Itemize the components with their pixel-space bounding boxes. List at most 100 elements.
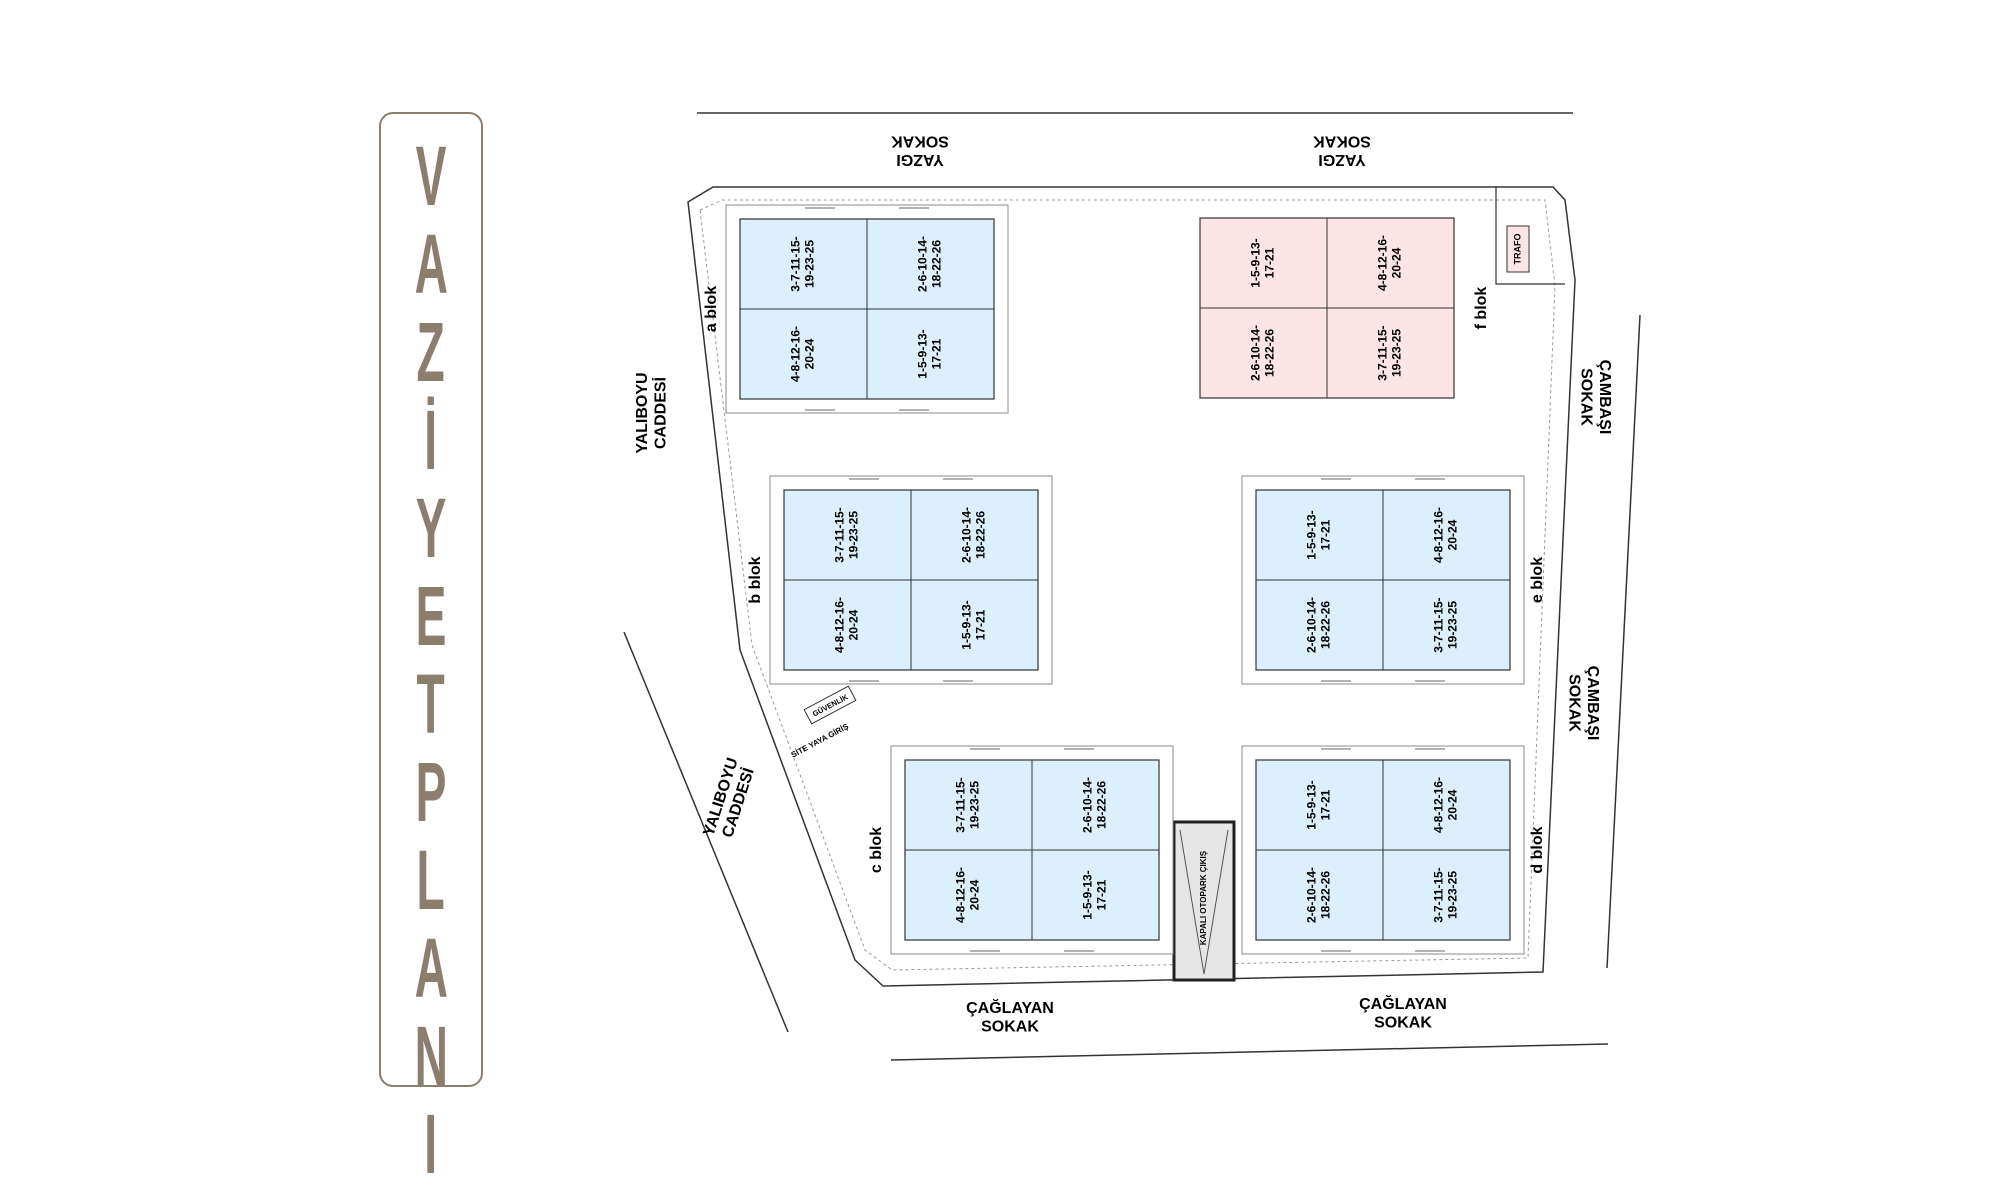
unit-line: 3-7-11-15- <box>1375 325 1389 380</box>
title-letter: I <box>424 1097 438 1191</box>
block-label: c blok <box>868 827 885 873</box>
street-line: SOKAK <box>891 132 949 149</box>
block-setback-outline <box>1241 475 1525 685</box>
security-booth: GÜVENLİK <box>803 685 857 725</box>
unit-line: 20-24 <box>847 609 861 640</box>
unit-line: 20-24 <box>968 879 982 910</box>
street-line: YAZGI <box>896 151 943 168</box>
unit-numbers: 2-6-10-14-18-22-26 <box>915 236 943 292</box>
unit-line: 19-23-25 <box>1446 871 1460 919</box>
block-setback-outline <box>890 745 1174 955</box>
unit-line: 17-21 <box>930 338 944 369</box>
unit-line: 1-5-9-13- <box>1248 238 1262 287</box>
unit-numbers: 4-8-12-16-20-24 <box>1431 777 1459 833</box>
title-letter: İ <box>424 393 438 487</box>
unit-line: 4-8-12-16- <box>1431 507 1445 563</box>
road-line-left <box>623 631 789 1033</box>
unit-line: 20-24 <box>1446 519 1460 550</box>
street-label-yazgi-left: YAZGI SOKAK <box>891 132 949 167</box>
unit-line: 17-21 <box>974 609 988 640</box>
trafo-enclosure <box>1495 187 1565 285</box>
title-letter: V <box>415 129 447 223</box>
unit-line: 1-5-9-13- <box>1304 780 1318 829</box>
unit-numbers: 2-6-10-14-18-22-26 <box>1248 325 1276 381</box>
unit-line: 4-8-12-16- <box>1431 777 1445 833</box>
unit-line: 20-24 <box>1390 247 1404 278</box>
title-letter: T <box>416 657 446 751</box>
unit-line: 1-5-9-13- <box>915 329 929 378</box>
unit-line: 18-22-26 <box>1095 781 1109 829</box>
block-label: a blok <box>703 286 720 332</box>
unit-numbers: 4-8-12-16-20-24 <box>1375 235 1403 291</box>
block-label: d blok <box>1529 826 1546 873</box>
site-inner-path <box>699 199 1556 971</box>
unit-line: 3-7-11-15- <box>1431 597 1445 652</box>
unit-line: 17-21 <box>1319 789 1333 820</box>
road-line-right <box>1606 314 1641 969</box>
title-letter: P <box>415 745 447 839</box>
unit-line: 2-6-10-14- <box>1248 325 1262 381</box>
unit-line: 19-23-25 <box>1390 329 1404 377</box>
unit-line: 17-21 <box>1095 879 1109 910</box>
unit-numbers: 1-5-9-13-17-21 <box>1080 870 1108 919</box>
unit-line: 18-22-26 <box>1263 329 1277 377</box>
unit-line: 2-6-10-14- <box>1304 597 1318 653</box>
unit-numbers: 2-6-10-14-18-22-26 <box>1304 597 1332 653</box>
unit-numbers: 1-5-9-13-17-21 <box>1304 780 1332 829</box>
parking-ramp <box>1172 820 1236 982</box>
unit-line: 1-5-9-13- <box>1080 870 1094 919</box>
street-line: SOKAK <box>1577 368 1594 426</box>
title-letter: N <box>414 1009 448 1103</box>
street-line: ÇAMBAŞI <box>1596 360 1613 435</box>
title-letter: A <box>414 217 448 311</box>
unit-line: 4-8-12-16- <box>832 597 846 653</box>
street-line: YAZGI <box>1318 151 1365 168</box>
street-label-yazgi-right: YAZGI SOKAK <box>1313 132 1371 167</box>
street-line: CADDESİ <box>652 377 670 449</box>
unit-line: 3-7-11-15- <box>953 777 967 832</box>
unit-numbers: 3-7-11-15-19-23-25 <box>1375 325 1403 380</box>
unit-line: 2-6-10-14- <box>1080 777 1094 833</box>
unit-line: 18-22-26 <box>1319 871 1333 919</box>
trafo-box <box>1506 225 1530 273</box>
street-line: SOKAK <box>1565 674 1582 732</box>
unit-line: 1-5-9-13- <box>959 600 973 649</box>
unit-line: 3-7-11-15- <box>1431 867 1445 922</box>
unit-line: 17-21 <box>1263 247 1277 278</box>
unit-line: 19-23-25 <box>803 240 817 288</box>
unit-numbers: 1-5-9-13-17-21 <box>1304 510 1332 559</box>
unit-numbers: 2-6-10-14-18-22-26 <box>1080 777 1108 833</box>
unit-line: 2-6-10-14- <box>959 507 973 563</box>
unit-line: 18-22-26 <box>930 240 944 288</box>
unit-numbers: 1-5-9-13-17-21 <box>915 329 943 378</box>
streets-layer: YAZGISOKAKYAZGISOKAKYALIBOYUCADDESİYALIB… <box>634 132 1612 1036</box>
unit-numbers: 4-8-12-16-20-24 <box>1431 507 1459 563</box>
street-label-cambasi-bottom: ÇAMBAŞISOKAK <box>1565 666 1600 741</box>
unit-numbers: 4-8-12-16-20-24 <box>953 867 981 923</box>
street-line: SOKAK <box>1313 132 1371 149</box>
unit-numbers: 4-8-12-16-20-24 <box>788 326 816 382</box>
unit-line: 19-23-25 <box>847 511 861 559</box>
unit-numbers: 3-7-11-15-19-23-25 <box>832 507 860 562</box>
unit-line: 2-6-10-14- <box>1304 867 1318 923</box>
street-label-cambasi-top: ÇAMBAŞISOKAK <box>1577 360 1612 435</box>
unit-numbers: 4-8-12-16-20-24 <box>832 597 860 653</box>
block-e-blok: 1-5-9-13-17-21 4-8-12-16-20-24 2-6-10-14-1… <box>1241 475 1546 685</box>
block-setback-outline <box>725 204 1009 414</box>
street-line: ÇAMBAŞI <box>1584 666 1601 741</box>
street-line: ÇAĞLAYAN <box>966 998 1054 1017</box>
parking-label: KAPALI OTOPARK ÇIKIŞ <box>1199 850 1208 945</box>
title-letter: L <box>416 833 446 927</box>
unit-numbers: 2-6-10-14-18-22-26 <box>1304 867 1332 923</box>
block-label: f blok <box>1473 287 1490 330</box>
block-label: e blok <box>1529 557 1546 603</box>
